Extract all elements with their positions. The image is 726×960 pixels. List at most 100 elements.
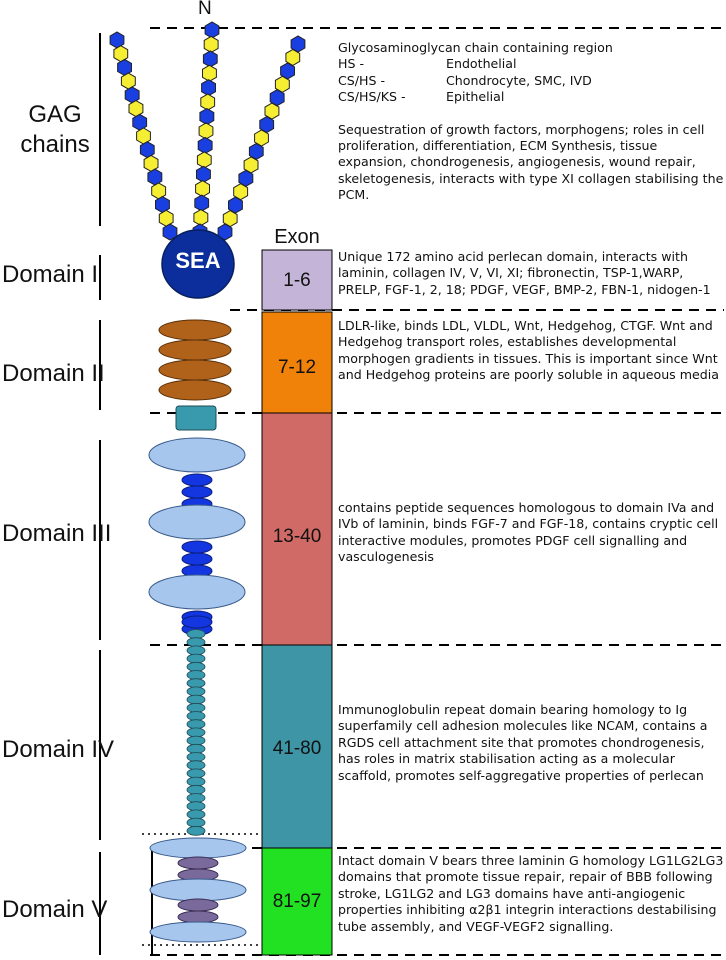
domain-iv-description: Immunoglobulin repeat domain bearing hom… (338, 702, 708, 783)
laminin-egf-repeat (181, 485, 213, 499)
exon-box (261, 249, 333, 311)
ig-repeat (186, 793, 206, 803)
lg-spacer (177, 898, 219, 912)
gag-sugar-hexagon (158, 209, 174, 227)
lg-module (149, 878, 247, 902)
ig-repeat (186, 637, 206, 648)
ig-repeat (186, 825, 206, 836)
ig-repeat (186, 735, 206, 746)
gag-sugar-hexagon (128, 100, 144, 118)
gag-sugar-hexagon (117, 58, 132, 76)
gag-row-hs: HS -Endothelial (338, 56, 724, 72)
gag-sugar-hexagon (113, 45, 129, 63)
ig-repeat (186, 629, 206, 639)
domain-iii-label: Domain III (2, 520, 112, 547)
n-terminus-label: N (198, 0, 212, 19)
gag-sugar-hexagon (195, 180, 210, 198)
ig-repeat (186, 784, 206, 795)
gag-sugar-hexagon (132, 113, 148, 131)
linker-module (175, 405, 217, 431)
exon-range-domain-iii: 13-40 (272, 526, 322, 547)
gag-sugar-hexagon (203, 35, 219, 53)
laminin-egf-repeat (181, 552, 213, 566)
ig-repeat (186, 678, 206, 689)
gag-type: HS - (338, 56, 365, 72)
lg-module (149, 837, 247, 859)
gag-chains-graphic (109, 21, 306, 241)
exon-box (261, 412, 333, 646)
ig-repeat (186, 719, 206, 730)
exon-range-domain-iv: 41-80 (272, 738, 322, 759)
gag-cells: Chondrocyte, SMC, IVD (446, 72, 592, 88)
gag-sugar-hexagon (139, 141, 155, 159)
ldlr-module (158, 319, 232, 341)
lg-spacer (177, 856, 219, 870)
ig-repeat (186, 760, 206, 771)
gag-region-roles: Sequestration of growth factors, morphog… (338, 121, 724, 203)
gag-sugar-hexagon (109, 31, 125, 49)
gag-chains-label: GAG chains (10, 100, 100, 160)
gag-sugar-hexagon (147, 168, 163, 186)
exon-range-domain-i: 1-6 (283, 270, 311, 291)
gag-label-line1: GAG (28, 101, 82, 128)
ig-repeat (186, 776, 206, 787)
gag-sugar-hexagon (197, 136, 213, 154)
gag-sugar-hexagon (196, 151, 212, 169)
ig-repeat (186, 645, 206, 656)
ig-repeat (186, 702, 206, 713)
sea-module (161, 229, 235, 299)
gag-sugar-hexagon (202, 50, 218, 68)
ig-repeat (186, 743, 206, 754)
gag-sugar-hexagon (204, 21, 220, 39)
ldlr-module (158, 359, 232, 381)
exon-range-domain-ii: 7-12 (277, 357, 317, 378)
domain-v-label: Domain V (2, 896, 108, 923)
ig-repeat (186, 661, 206, 672)
ig-repeat (186, 711, 206, 721)
ig-repeat (186, 670, 206, 680)
ldlr-module (158, 379, 232, 401)
sea-domain-label: SEA (175, 248, 221, 273)
ig-repeat (186, 809, 206, 820)
gag-type: CS/HS - (338, 72, 386, 88)
laminin-egf-repeat (181, 540, 213, 554)
gag-cells: Epithelial (446, 89, 505, 105)
domain-ii-description: LDLR-like, binds LDL, VLDL, Wnt, Hedgeho… (338, 318, 719, 383)
gag-region-title: Glycosaminoglycan chain containing regio… (338, 40, 613, 55)
ig-repeat (186, 727, 206, 738)
gag-sugar-hexagon (136, 127, 151, 145)
gag-sugar-hexagon (196, 165, 211, 183)
gag-sugar-hexagon (198, 122, 214, 140)
gag-label-line2: chains (20, 131, 90, 158)
lg-module (149, 921, 247, 943)
laminin-globular-module (148, 437, 246, 473)
exon-box (261, 847, 333, 956)
gag-row-cs-hs-ks: CS/HS/KS -Epithelial (338, 89, 724, 105)
ig-repeat (186, 653, 206, 664)
ldlr-module (158, 339, 232, 361)
gag-sugar-hexagon (202, 64, 217, 82)
gag-sugar-hexagon (162, 223, 178, 241)
gag-sugar-hexagon (200, 93, 216, 111)
gag-sugar-hexagon (143, 154, 159, 172)
lg-spacer (177, 910, 219, 924)
domain-iii-description: contains peptide sequences homologous to… (338, 500, 719, 565)
laminin-globular-module (148, 504, 246, 540)
domain-i-label: Domain I (2, 261, 99, 288)
domain-brackets (99, 33, 153, 955)
gag-sugar-hexagon (194, 194, 210, 212)
exon-header: Exon (274, 226, 320, 248)
domain-v-description: Intact domain V bears three laminin G ho… (338, 853, 724, 934)
gag-sugar-hexagon (217, 223, 233, 241)
ig-repeat (186, 801, 206, 812)
ig-repeat (186, 694, 206, 705)
laminin-egf-repeat (181, 615, 213, 629)
protein-core-graphic (148, 229, 247, 943)
exon-boxes (261, 249, 333, 956)
exon-box (261, 311, 333, 414)
gag-sugar-hexagon (155, 196, 170, 214)
exon-range-domain-v: 81-97 (272, 891, 322, 912)
domain-i-description: Unique 172 amino acid perlecan domain, i… (338, 249, 711, 297)
ig-repeat (186, 752, 206, 762)
